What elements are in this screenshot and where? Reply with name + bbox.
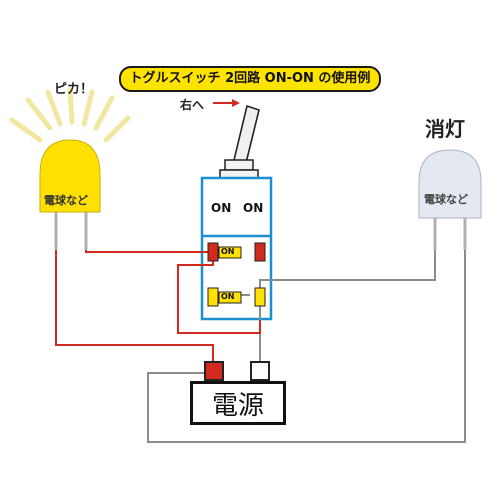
terminal-upper-right: [254, 242, 266, 262]
power-terminal-negative: [250, 361, 270, 381]
direction-arrow: [213, 99, 240, 107]
contact-lower-label: ON: [221, 292, 235, 301]
light-rays: [9, 87, 131, 143]
switch-top-label-left: ON: [211, 201, 232, 215]
terminal-lower-left: [207, 287, 219, 307]
terminal-lower-right: [254, 287, 266, 307]
power-source: 電源: [190, 381, 286, 425]
terminal-upper-left: [207, 242, 219, 262]
switch-contacts: [207, 242, 266, 307]
power-terminal-positive: [204, 361, 224, 381]
lit-bulb-shape: [39, 139, 101, 213]
toggle-lever: [219, 104, 260, 179]
contact-upper-label: ON: [221, 247, 235, 256]
lever-direction-label: 右へ: [180, 98, 205, 112]
lit-bulb-label: 電球など: [44, 194, 88, 207]
terminal-lower-mid: [218, 291, 242, 304]
lead-wire: [55, 250, 214, 365]
unlit-bulb-label: 電球など: [424, 193, 468, 206]
unlit-state-label: 消灯: [425, 117, 465, 141]
switch-top-label-right: ON: [243, 201, 264, 215]
lit-exclaim-label: ピカ！: [54, 82, 94, 97]
terminal-upper-mid: [218, 246, 242, 259]
unlit-bulb-shape: [418, 149, 482, 219]
diagram-title: トグルスイッチ 2回路 ON-ON の使用例: [119, 66, 381, 92]
